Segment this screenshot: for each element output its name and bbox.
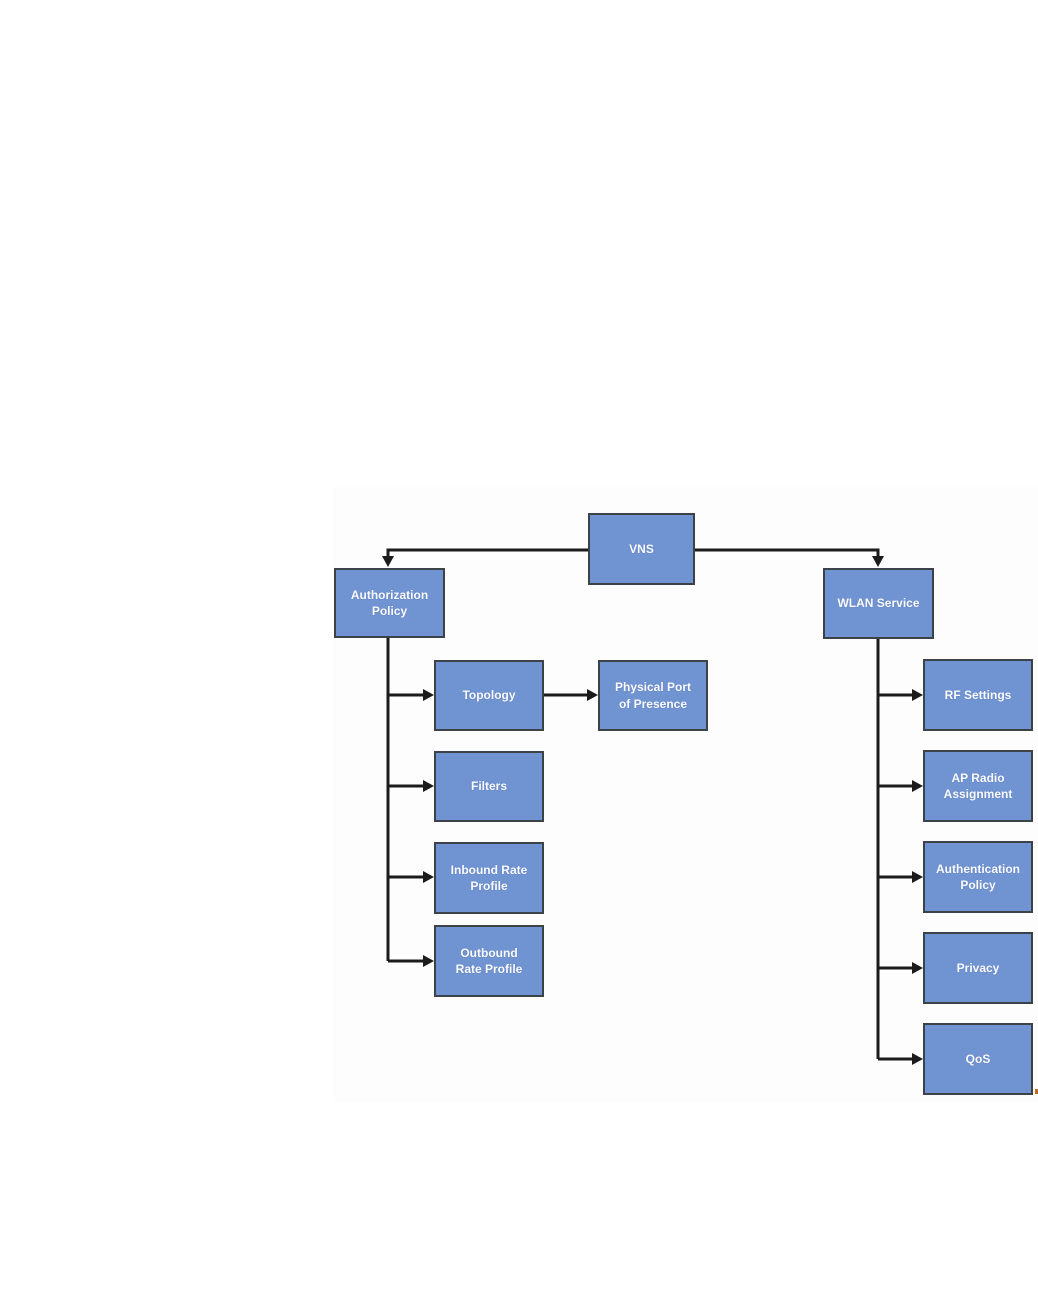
arrowhead-right-icon bbox=[423, 955, 434, 967]
arrowhead-right-icon bbox=[423, 689, 434, 701]
arrowhead-right-icon bbox=[912, 689, 923, 701]
arrowheads bbox=[382, 556, 923, 1065]
arrowhead-right-icon bbox=[912, 871, 923, 883]
node-privacy: Privacy bbox=[923, 932, 1033, 1004]
node-outbound-rate-profile: Outbound Rate Profile bbox=[434, 925, 544, 997]
scan-artifact-dot bbox=[1035, 1089, 1038, 1094]
arrowhead-right-icon bbox=[587, 689, 598, 701]
arrowhead-right-icon bbox=[912, 1053, 923, 1065]
node-authorization-policy: Authorization Policy bbox=[334, 568, 445, 638]
node-qos: QoS bbox=[923, 1023, 1033, 1095]
node-filters: Filters bbox=[434, 751, 544, 822]
arrowhead-right-icon bbox=[423, 871, 434, 883]
edge-vns-wlan bbox=[695, 548, 880, 558]
arrowhead-right-icon bbox=[912, 780, 923, 792]
arrowhead-right-icon bbox=[423, 780, 434, 792]
node-ap-radio-assignment: AP Radio Assignment bbox=[923, 750, 1033, 822]
arrowhead-down-icon bbox=[382, 556, 394, 567]
node-rf-settings: RF Settings bbox=[923, 659, 1033, 731]
arrowhead-right-icon bbox=[912, 962, 923, 974]
connector-lines bbox=[386, 548, 912, 1061]
edge-vns-authpolicy bbox=[386, 548, 588, 558]
node-authentication-policy: Authentication Policy bbox=[923, 841, 1033, 913]
node-vns: VNS bbox=[588, 513, 695, 585]
node-topology: Topology bbox=[434, 660, 544, 731]
arrowhead-down-icon bbox=[872, 556, 884, 567]
node-physical-port-of-presence: Physical Port of Presence bbox=[598, 660, 708, 731]
node-wlan-service: WLAN Service bbox=[823, 568, 934, 639]
node-inbound-rate-profile: Inbound Rate Profile bbox=[434, 842, 544, 914]
